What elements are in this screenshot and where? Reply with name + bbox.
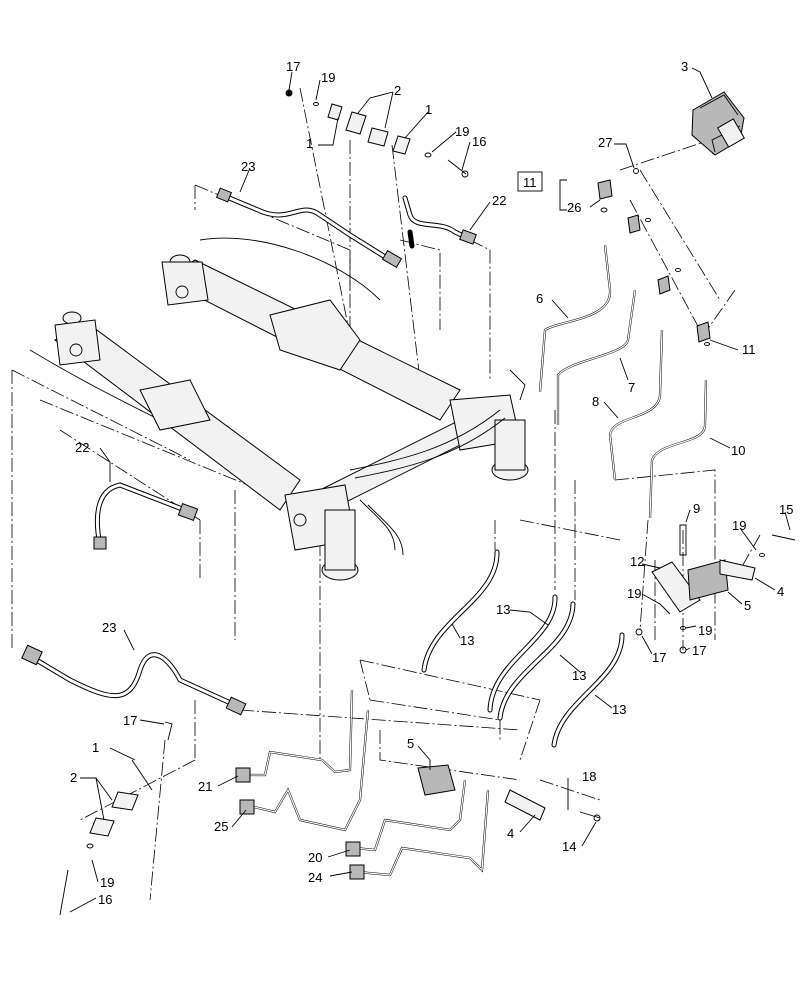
callout-27: 27 <box>598 135 612 150</box>
callout-19-top: 19 <box>321 70 335 85</box>
callout-8: 8 <box>592 394 599 409</box>
callout-11-box: 11 <box>523 175 537 190</box>
callout-11-right: 11 <box>742 342 756 357</box>
callout-1-top-left: 1 <box>306 136 313 151</box>
callout-23-bottom: 23 <box>102 620 116 635</box>
callout-2-top: 2 <box>394 83 401 98</box>
callout-22-left: 22 <box>75 440 89 455</box>
callout-13-c: 13 <box>572 668 586 683</box>
leader-lines <box>69 67 791 913</box>
callout-17-top: 17 <box>286 59 300 74</box>
top-clamp-hardware <box>285 89 469 178</box>
alignment-lines <box>11 87 761 901</box>
callout-18: 18 <box>582 769 596 784</box>
callout-3: 3 <box>681 59 688 74</box>
hoses-13 <box>421 549 625 748</box>
callout-10: 10 <box>731 443 745 458</box>
callout-19-mid: 19 <box>732 518 746 533</box>
upper-hoses <box>215 187 477 269</box>
callout-26: 26 <box>567 200 581 215</box>
callout-4-right: 4 <box>777 584 784 599</box>
callout-22-top: 22 <box>492 193 506 208</box>
callout-9: 9 <box>693 501 700 516</box>
callout-1-bottom: 1 <box>92 740 99 755</box>
tubes-6-7-8-10 <box>538 244 708 519</box>
callout-5-right: 5 <box>744 598 751 613</box>
callout-20: 20 <box>308 850 322 865</box>
callout-labels: 17 19 2 1 1 19 16 3 27 11 26 23 22 6 7 1… <box>70 59 793 907</box>
callout-2-bottom: 2 <box>70 770 77 785</box>
callout-16-bottom: 16 <box>98 892 112 907</box>
callout-13-d: 13 <box>612 702 626 717</box>
callout-25: 25 <box>214 819 228 834</box>
callout-1-top-right: 1 <box>425 102 432 117</box>
callout-13-b: 13 <box>460 633 474 648</box>
cylinder-assembly <box>29 237 529 581</box>
bottom-tubes <box>235 689 490 880</box>
callout-14: 14 <box>562 839 576 854</box>
fittings-group <box>597 179 711 347</box>
control-valve <box>633 91 745 174</box>
callout-24: 24 <box>308 870 322 885</box>
callout-12: 12 <box>630 554 644 569</box>
bottom-bracket-hardware <box>417 764 601 822</box>
callout-17-mid: 17 <box>652 650 666 665</box>
lower-hose-23 <box>21 644 247 716</box>
callout-5-bottom: 5 <box>407 736 414 751</box>
callout-19-mid2: 19 <box>627 586 641 601</box>
bottom-clamp-hardware <box>59 721 173 916</box>
callout-19-mid3: 19 <box>698 623 712 638</box>
callout-6: 6 <box>536 291 543 306</box>
callout-21: 21 <box>198 779 212 794</box>
callout-16-top: 16 <box>472 134 486 149</box>
callout-17-bottom: 17 <box>123 713 137 728</box>
left-hose-22 <box>93 482 199 550</box>
callout-15: 15 <box>779 502 793 517</box>
callout-13-a: 13 <box>496 602 510 617</box>
callout-4-bottom: 4 <box>507 826 514 841</box>
callout-23-top: 23 <box>241 159 255 174</box>
callout-19-top-right: 19 <box>455 124 469 139</box>
callout-17-mid2: 17 <box>692 643 706 658</box>
right-bracket-hardware <box>635 524 796 654</box>
callout-19-bottom: 19 <box>100 875 114 890</box>
callout-7: 7 <box>628 380 635 395</box>
callout-11-box-frame <box>517 171 543 192</box>
